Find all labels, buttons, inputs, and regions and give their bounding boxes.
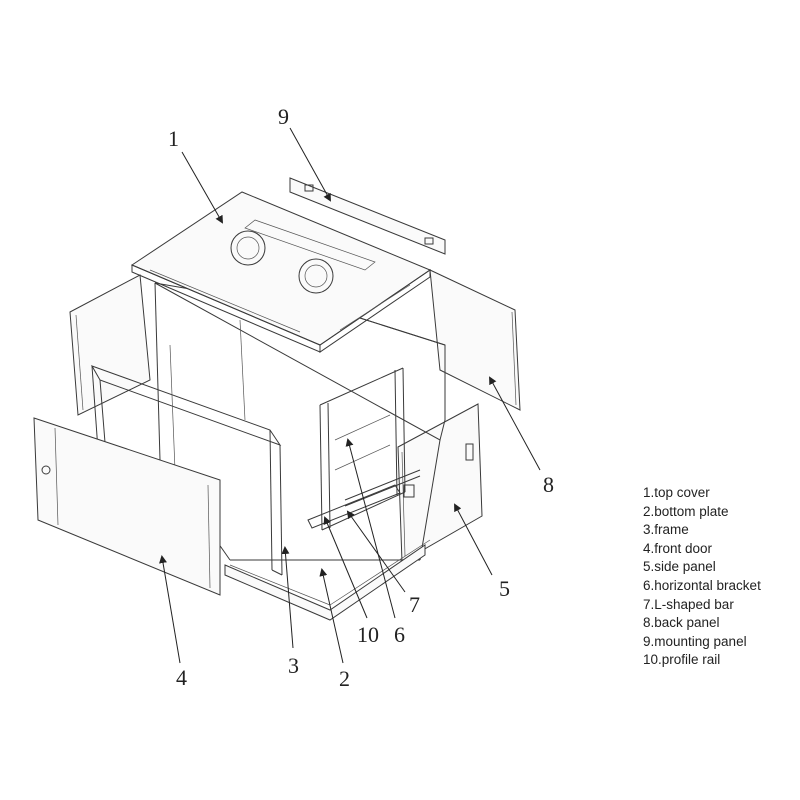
profile-rail — [319, 367, 406, 531]
legend-item: 8.back panel — [643, 615, 720, 631]
legend-item: 7.L-shaped bar — [643, 596, 734, 612]
leader-lines — [159, 127, 541, 664]
callout-5: 5 — [499, 576, 510, 601]
legend-item: 9.mounting panel — [643, 633, 747, 649]
parts-legend: 1.top cover 2.bottom plate 3.frame 4.fro… — [643, 484, 761, 670]
callout-9: 9 — [278, 104, 289, 129]
legend-item: 3.frame — [643, 522, 689, 538]
callout-7: 7 — [409, 592, 420, 617]
callout-3: 3 — [288, 653, 299, 678]
side-panel — [397, 403, 483, 563]
top-cover — [130, 191, 432, 353]
legend-item: 6.horizontal bracket — [643, 577, 761, 593]
front-door — [33, 417, 221, 596]
legend-item: 5.side panel — [643, 559, 716, 575]
l-shaped-bar — [344, 469, 421, 507]
legend-item: 1.top cover — [643, 485, 710, 500]
horizontal-bracket — [307, 484, 401, 529]
callout-8: 8 — [543, 472, 554, 497]
legend-item: 2.bottom plate — [643, 503, 729, 519]
legend-item: 4.front door — [643, 540, 713, 556]
legend-item: 10.profile rail — [643, 652, 721, 668]
callout-2: 2 — [339, 666, 350, 691]
back-panel — [429, 269, 521, 411]
callout-4: 4 — [176, 665, 187, 690]
callout-10: 10 — [357, 622, 379, 647]
callout-1: 1 — [168, 126, 179, 151]
frame — [90, 319, 283, 576]
callout-6: 6 — [394, 622, 405, 647]
